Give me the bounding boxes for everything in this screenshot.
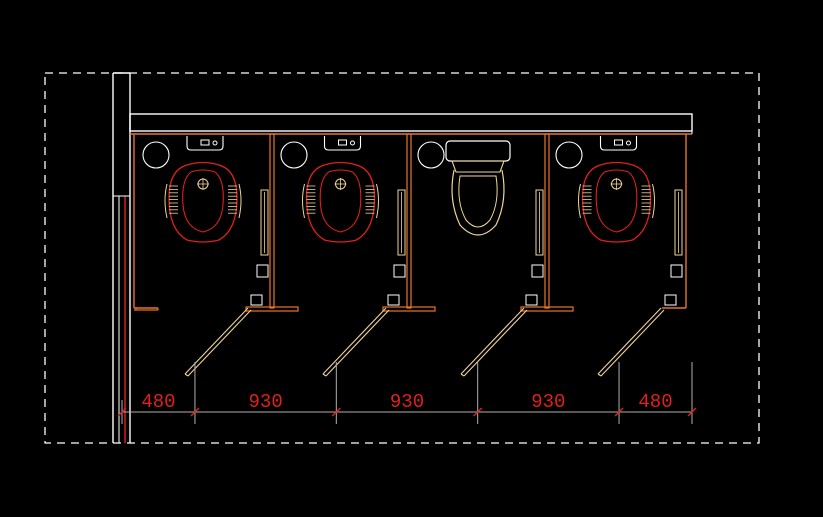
dimension-label: 930: [249, 391, 283, 413]
floor-drain-icon: [555, 141, 583, 169]
partition-wall: [245, 133, 299, 312]
dimension-label: 480: [141, 391, 175, 413]
toilet-stall: [142, 136, 269, 377]
hook-icon: [525, 294, 538, 306]
dashed-boundary: [44, 72, 760, 444]
toilet-stall: [555, 136, 683, 377]
floor-drain-icon: [142, 141, 170, 169]
floor-drain-icon: [417, 141, 445, 169]
wash-basin-icon: [599, 136, 638, 151]
dimension-tick: [190, 407, 200, 417]
dimension-chain: 480 930 930 930 480: [117, 362, 697, 424]
partition-wall: [382, 133, 436, 312]
partition-wall: [133, 134, 159, 311]
squat-toilet-icon: [302, 161, 379, 243]
partition-wall: [662, 131, 693, 309]
wash-basin-icon: [323, 136, 362, 151]
paper-holder-icon: [670, 264, 683, 278]
squat-toilet-icon: [578, 161, 655, 243]
dimension-tick: [687, 407, 697, 417]
dimension-label: 480: [638, 391, 672, 413]
dimension-tick: [117, 407, 127, 417]
partition-wall: [520, 133, 574, 312]
dimension-label: 930: [531, 391, 565, 413]
grab-bar-icon: [397, 189, 406, 256]
door-swing-icon: [460, 307, 528, 377]
paper-holder-icon: [393, 264, 406, 278]
hook-icon: [664, 294, 677, 306]
grab-bar-icon: [260, 189, 269, 256]
grab-bar-icon: [535, 189, 544, 256]
grab-bar-icon: [674, 189, 683, 256]
western-toilet-icon: [445, 140, 511, 236]
dimension-tick: [614, 407, 624, 417]
toilet-stall: [417, 140, 544, 377]
wash-basin-icon: [186, 136, 224, 151]
dimension-label: 930: [390, 391, 424, 413]
floor-drain-icon: [280, 141, 308, 169]
toilet-stalls: [133, 131, 693, 377]
hook-icon: [387, 294, 400, 306]
dimension-tick: [331, 407, 341, 417]
door-swing-icon: [184, 307, 252, 377]
paper-holder-icon: [256, 264, 269, 278]
hook-icon: [250, 294, 263, 306]
paper-holder-icon: [531, 264, 544, 278]
dimension-tick: [473, 407, 483, 417]
door-swing-icon: [597, 307, 665, 377]
squat-toilet-icon: [164, 161, 242, 243]
toilet-stall: [280, 136, 406, 377]
